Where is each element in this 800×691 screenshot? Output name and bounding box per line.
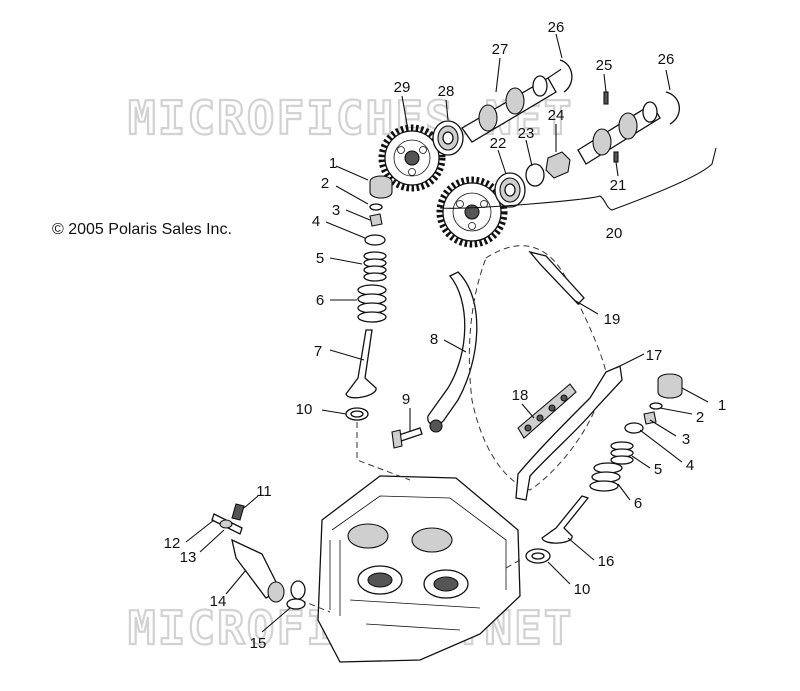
bucket-tappet-1-right bbox=[657, 373, 683, 399]
retainer-4-right bbox=[624, 422, 644, 434]
spring-5-left bbox=[363, 251, 387, 282]
copyright-text: © 2005 Polaris Sales Inc. bbox=[52, 221, 232, 238]
spring-6-left bbox=[357, 284, 387, 323]
nut-24 bbox=[545, 151, 571, 179]
callout-24: 24 bbox=[548, 107, 565, 124]
callout-3-right: 3 bbox=[682, 431, 690, 448]
callout-4-right: 4 bbox=[686, 457, 694, 474]
callout-7: 7 bbox=[314, 343, 322, 360]
washer-23 bbox=[525, 163, 545, 187]
spring-5-right bbox=[610, 441, 634, 465]
callout-2-left: 2 bbox=[321, 175, 329, 192]
valve-16 bbox=[541, 495, 590, 544]
callout-13: 13 bbox=[180, 549, 197, 566]
callout-15: 15 bbox=[250, 635, 267, 652]
circlip-26-right bbox=[665, 91, 680, 125]
valve-7 bbox=[345, 329, 377, 399]
shim-2-left bbox=[369, 203, 383, 211]
callout-23: 23 bbox=[518, 125, 535, 142]
callout-3-left: 3 bbox=[332, 202, 340, 219]
retainer-4-left bbox=[364, 234, 386, 246]
plug-14b bbox=[290, 580, 306, 600]
callout-27: 27 bbox=[492, 41, 509, 58]
callout-14: 14 bbox=[210, 593, 227, 610]
cylinder-head bbox=[317, 475, 521, 663]
guide-pivot bbox=[429, 419, 443, 433]
callout-21: 21 bbox=[610, 177, 627, 194]
callout-6-left: 6 bbox=[316, 292, 324, 309]
bearing-28 bbox=[432, 120, 464, 156]
callout-5-right: 5 bbox=[654, 461, 662, 478]
keeper-3-left bbox=[369, 213, 383, 227]
bolt-9 bbox=[391, 427, 423, 449]
callout-8: 8 bbox=[430, 331, 438, 348]
pin-25 bbox=[603, 91, 609, 105]
callout-6-right: 6 bbox=[634, 495, 642, 512]
keeper-3-right bbox=[643, 411, 657, 425]
callout-1-left: 1 bbox=[329, 155, 337, 172]
bucket-tappet-1-left bbox=[369, 175, 393, 199]
guide-18 bbox=[517, 383, 577, 439]
callout-19: 19 bbox=[604, 311, 621, 328]
cam-chain-outline bbox=[468, 245, 607, 491]
callout-11: 11 bbox=[256, 483, 272, 500]
callout-20: 20 bbox=[606, 225, 623, 242]
gasket-15 bbox=[286, 598, 306, 610]
bearing-22 bbox=[494, 172, 526, 208]
callout-26-right: 26 bbox=[658, 51, 675, 68]
callout-25: 25 bbox=[596, 57, 613, 74]
chain-guide-19 bbox=[528, 250, 585, 305]
callout-10-left: 10 bbox=[296, 401, 313, 418]
camshaft-right bbox=[577, 101, 661, 165]
callout-29: 29 bbox=[394, 79, 411, 96]
cam-sprocket-lower bbox=[436, 176, 508, 248]
leader-lines bbox=[185, 33, 709, 633]
callout-2-right: 2 bbox=[696, 409, 704, 426]
callout-4-left: 4 bbox=[312, 213, 320, 230]
circlip-26-left bbox=[559, 59, 573, 93]
callout-1-right: 1 bbox=[718, 397, 726, 414]
callout-28: 28 bbox=[438, 83, 455, 100]
tensioner-blade-17 bbox=[515, 365, 623, 501]
callout-18: 18 bbox=[512, 387, 529, 404]
bolt-11 bbox=[231, 503, 245, 521]
shim-2-right bbox=[649, 402, 663, 410]
valve-stack-right bbox=[525, 373, 683, 564]
callout-labels: 1 2 3 4 5 6 7 8 9 10 11 12 13 14 15 16 1… bbox=[164, 19, 727, 652]
callout-16: 16 bbox=[598, 553, 615, 570]
valve-alignment-line-left bbox=[356, 422, 411, 481]
callout-17: 17 bbox=[646, 347, 663, 364]
callout-12: 12 bbox=[164, 535, 181, 552]
assembly-bracket-20 bbox=[439, 147, 717, 211]
callout-26-left: 26 bbox=[548, 19, 565, 36]
valve-stack-left bbox=[345, 175, 393, 421]
spring-6-right bbox=[589, 462, 623, 492]
callout-5-left: 5 bbox=[316, 250, 324, 267]
valve-alignment-line-right bbox=[505, 559, 521, 569]
tensioner-14 bbox=[211, 503, 306, 610]
cam-sprocket-29 bbox=[378, 124, 446, 192]
pin-21 bbox=[613, 151, 619, 163]
callout-10-right: 10 bbox=[574, 581, 591, 598]
callout-9: 9 bbox=[402, 391, 410, 408]
callout-22: 22 bbox=[490, 135, 507, 152]
